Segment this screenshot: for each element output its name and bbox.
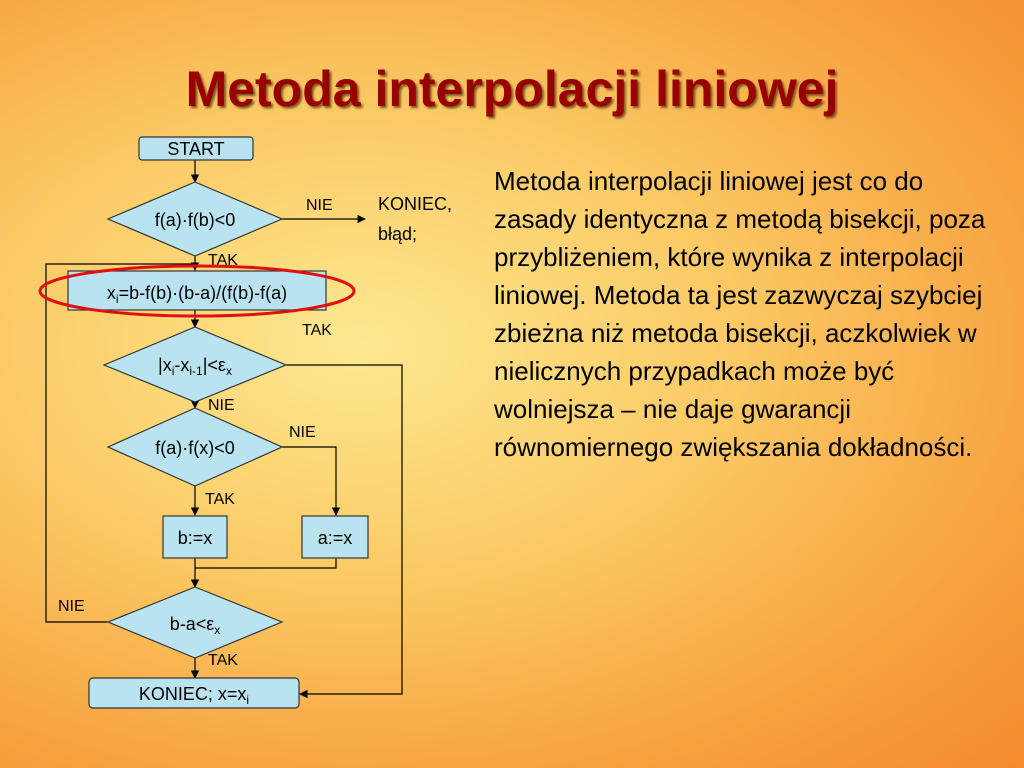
end-label: KONIEC; x=xi: [139, 684, 249, 707]
decision-fa-fb-label: f(a)·f(b)<0: [155, 210, 236, 230]
nie-label-4: NIE: [58, 598, 85, 615]
assign-b-label: b:=x: [178, 528, 213, 548]
decision-interval: b-a<εx: [106, 586, 284, 659]
highlight-ellipse: [38, 264, 356, 318]
decision-interval-label: b-a<εx: [170, 614, 221, 637]
decision-convergence-label: |xi-xi-1|<εx: [158, 355, 232, 378]
decision-fa-fx: f(a)·f(x)<0: [106, 407, 284, 487]
formula-process: xi=b-f(b)·(b-a)/(f(b)-f(a): [38, 264, 356, 318]
start-node: START: [138, 136, 254, 161]
slide-title: Metoda interpolacji liniowej: [185, 61, 839, 117]
assign-a-process: a:=x: [301, 515, 369, 559]
assign-b-process: b:=x: [162, 515, 228, 559]
start-label: START: [167, 139, 224, 159]
connectors: [45, 160, 403, 699]
tak-label-4: TAK: [208, 652, 238, 669]
tak-label-right: TAK: [302, 322, 332, 339]
decision-fa-fb: f(a)·f(b)<0: [106, 181, 284, 257]
decision-fa-fx-label: f(a)·f(x)<0: [155, 438, 235, 458]
koniec-error-line1: KONIEC,: [378, 194, 452, 214]
formula-label: xi=b-f(b)·(b-a)/(f(b)-f(a): [107, 283, 287, 306]
nie-label-3: NIE: [289, 424, 316, 441]
assign-a-label: a:=x: [318, 528, 353, 548]
tak-label-3: TAK: [205, 491, 235, 508]
description-text: Metoda interpolacji liniowej jest co do …: [494, 166, 986, 462]
koniec-error-line2: błąd;: [378, 224, 417, 244]
decision-convergence: |xi-xi-1|<εx: [102, 326, 288, 403]
nie-label-2: NIE: [208, 397, 235, 414]
nie-label-1: NIE: [306, 197, 333, 214]
end-node: KONIEC; x=xi: [88, 677, 300, 709]
